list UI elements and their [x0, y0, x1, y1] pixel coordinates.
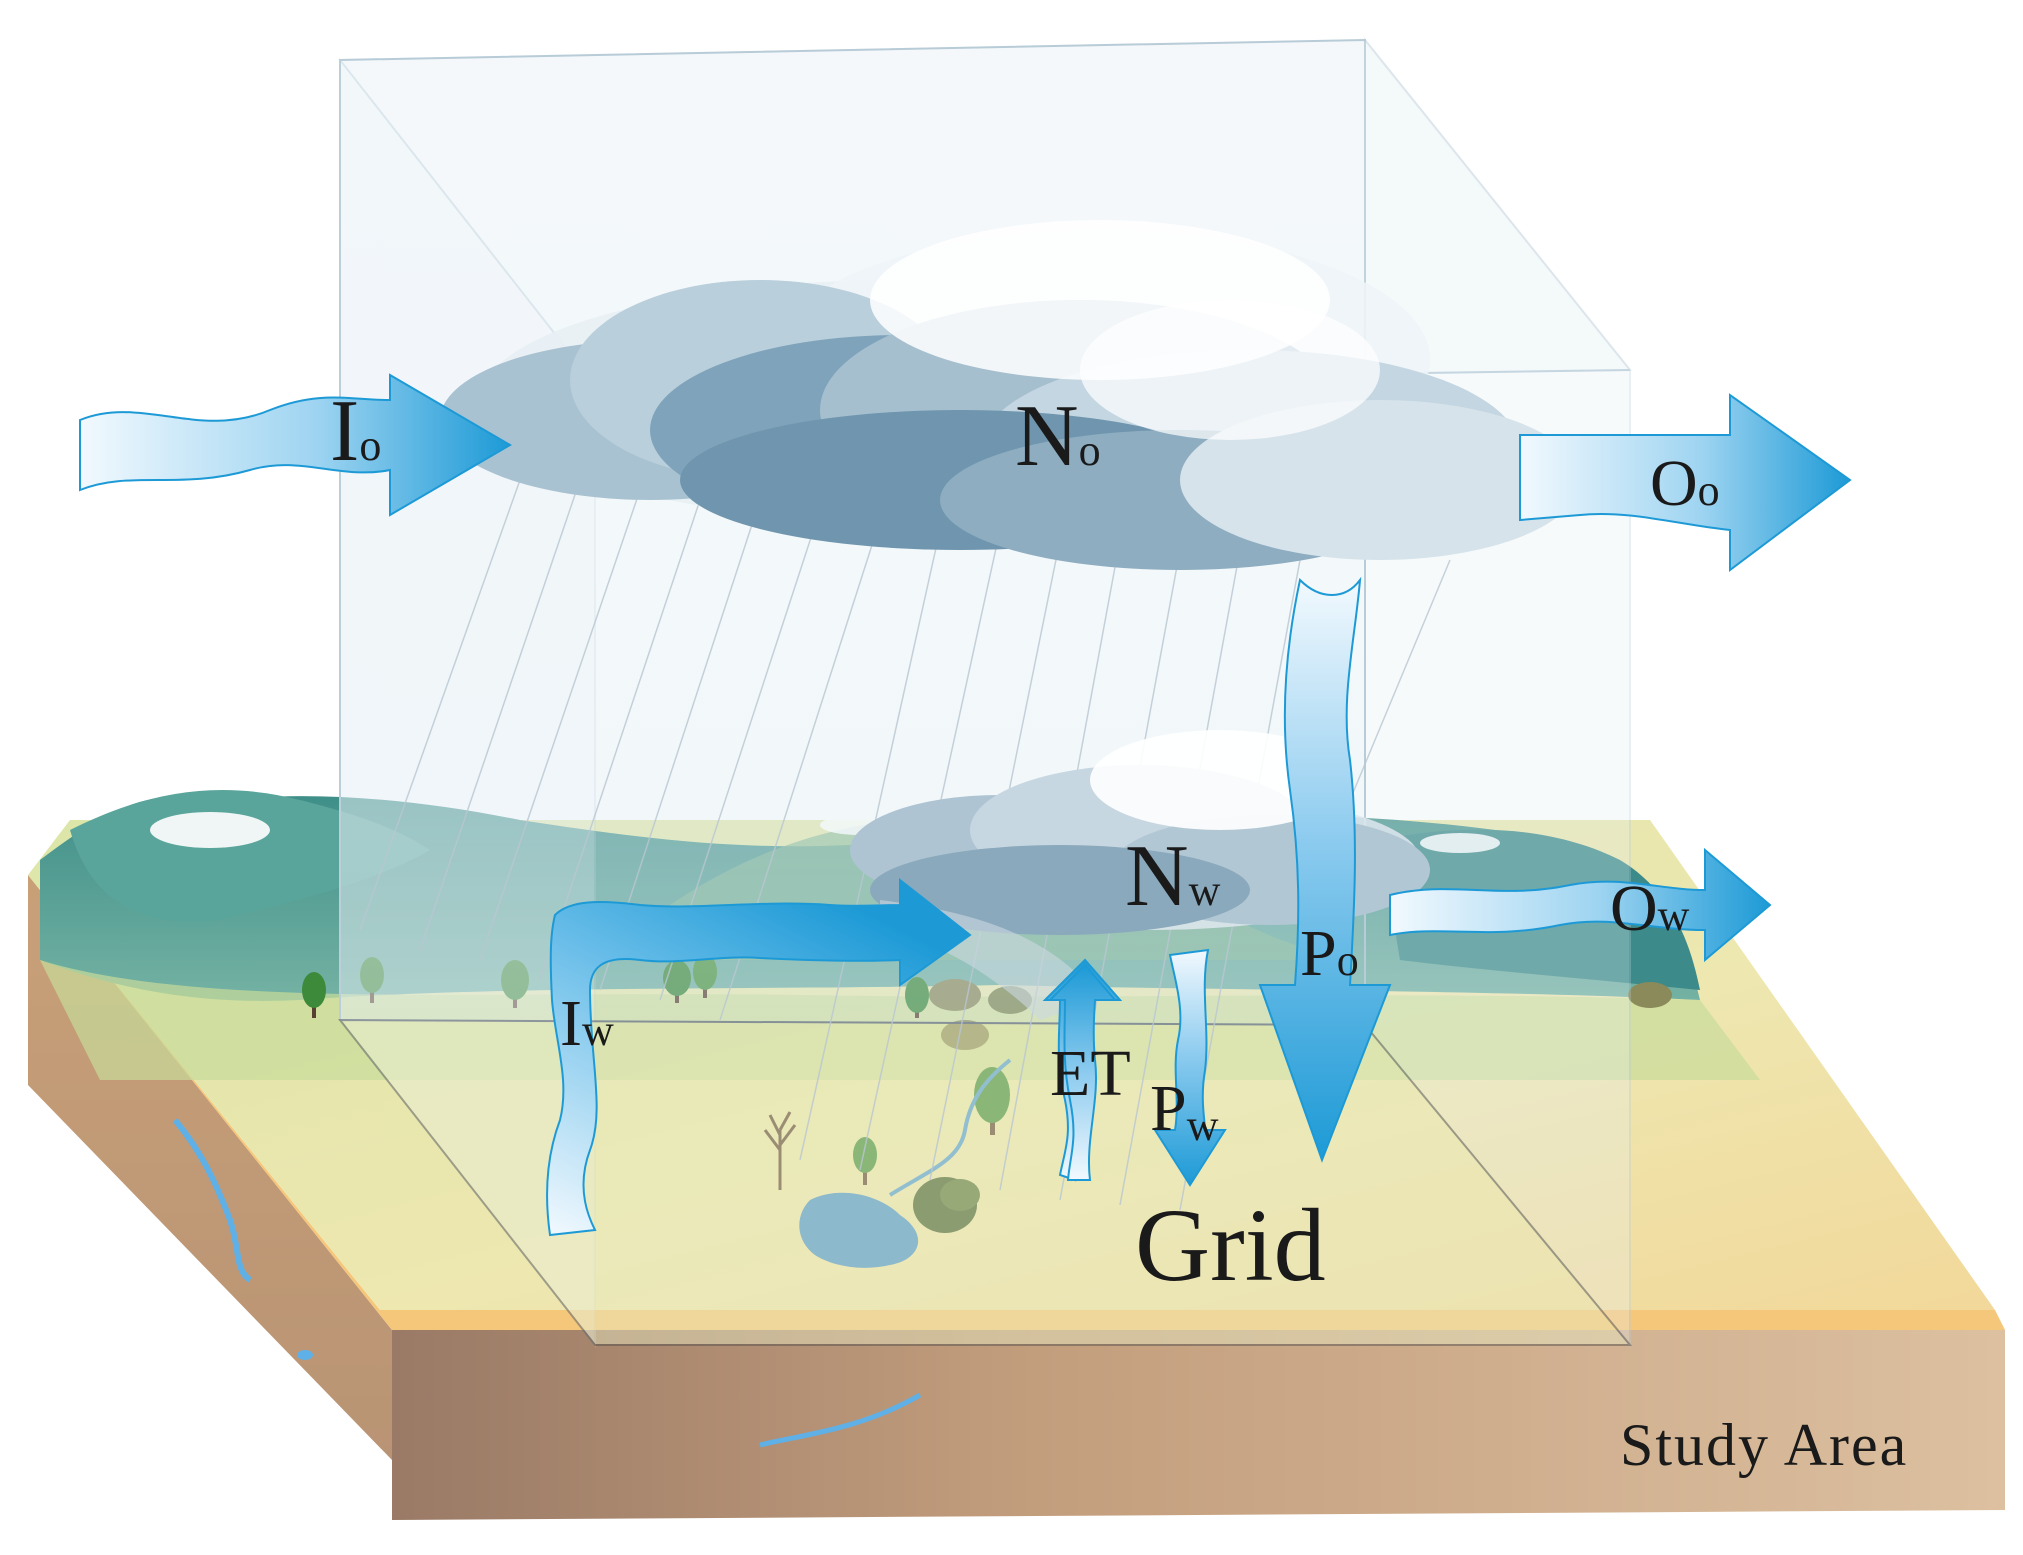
tree-icon — [974, 1067, 1010, 1135]
svg-text:Io: Io — [330, 383, 381, 480]
label-main: P — [1300, 917, 1337, 990]
label-inflow-outside: Io — [330, 383, 381, 480]
cloud-outside — [440, 220, 1580, 570]
inflow-outside-arrow — [79, 373, 512, 517]
label-main: P — [1150, 1072, 1187, 1145]
label-main: O — [1610, 872, 1658, 945]
tree-icon — [853, 1137, 877, 1185]
label-outflow-outside: Oo — [1650, 447, 1720, 520]
outflow-outside-arrow — [1519, 393, 1852, 572]
inflow-within-arrow — [546, 877, 972, 1237]
precip-within-arrow — [1153, 948, 1227, 1187]
study-area-title: Study Area — [1620, 1412, 1908, 1478]
svg-text:Po: Po — [1300, 917, 1359, 990]
svg-text:No: No — [1015, 388, 1101, 485]
svg-text:Oo: Oo — [1650, 447, 1720, 520]
svg-text:Iw: Iw — [560, 987, 614, 1060]
label-main: I — [330, 383, 359, 480]
bare-tree-icon — [763, 1111, 797, 1190]
precip-outside-arrow — [1258, 576, 1392, 1163]
label-evapotranspiration: ET — [1050, 1037, 1131, 1110]
label-inflow-within: Iw — [560, 987, 614, 1060]
label-precip-within: Pw — [1150, 1072, 1219, 1150]
shrub-icon — [941, 1020, 989, 1050]
label-sub: w — [1189, 866, 1221, 915]
label-sub: o — [1337, 936, 1359, 985]
grid-title: Grid — [1135, 1188, 1326, 1303]
label-sub: w — [1658, 891, 1690, 940]
label-outflow-within: Ow — [1610, 872, 1690, 945]
label-sub: o — [1079, 426, 1101, 475]
lake — [799, 1192, 919, 1268]
svg-text:Nw: Nw — [1125, 828, 1221, 925]
cloud-within — [850, 730, 1430, 1020]
label-sub: o — [359, 421, 381, 470]
tree-icon — [302, 972, 326, 1018]
svg-text:Pw: Pw — [1150, 1072, 1219, 1150]
label-sub: o — [1698, 466, 1720, 515]
stream-side — [172, 1118, 252, 1283]
label-grid: Grid — [1135, 1188, 1326, 1303]
evapotranspiration-arrow — [1042, 958, 1123, 1182]
label-cloud-outside: No — [1015, 388, 1101, 485]
bush-icon — [913, 1177, 980, 1233]
shrub-icon — [1628, 982, 1672, 1008]
outflow-within-arrow — [1389, 847, 1772, 963]
slab-front-side — [392, 1330, 2005, 1520]
cube-right-face — [1364, 37, 1631, 1348]
label-sub: w — [582, 1006, 614, 1055]
label-precip-outside: Po — [1300, 917, 1359, 990]
label-et: ET — [1050, 1037, 1131, 1110]
label-main: N — [1015, 388, 1079, 485]
label-main: O — [1650, 447, 1698, 520]
label-main: I — [560, 987, 582, 1060]
stream-front — [759, 1392, 922, 1448]
stream — [888, 1058, 1012, 1197]
water — [172, 1058, 1012, 1448]
label-sub: w — [1187, 1101, 1219, 1150]
label-main: N — [1125, 828, 1189, 925]
svg-text:Ow: Ow — [1610, 872, 1690, 945]
label-study-area: Study Area — [1620, 1412, 1908, 1478]
label-cloud-within: Nw — [1125, 828, 1221, 925]
